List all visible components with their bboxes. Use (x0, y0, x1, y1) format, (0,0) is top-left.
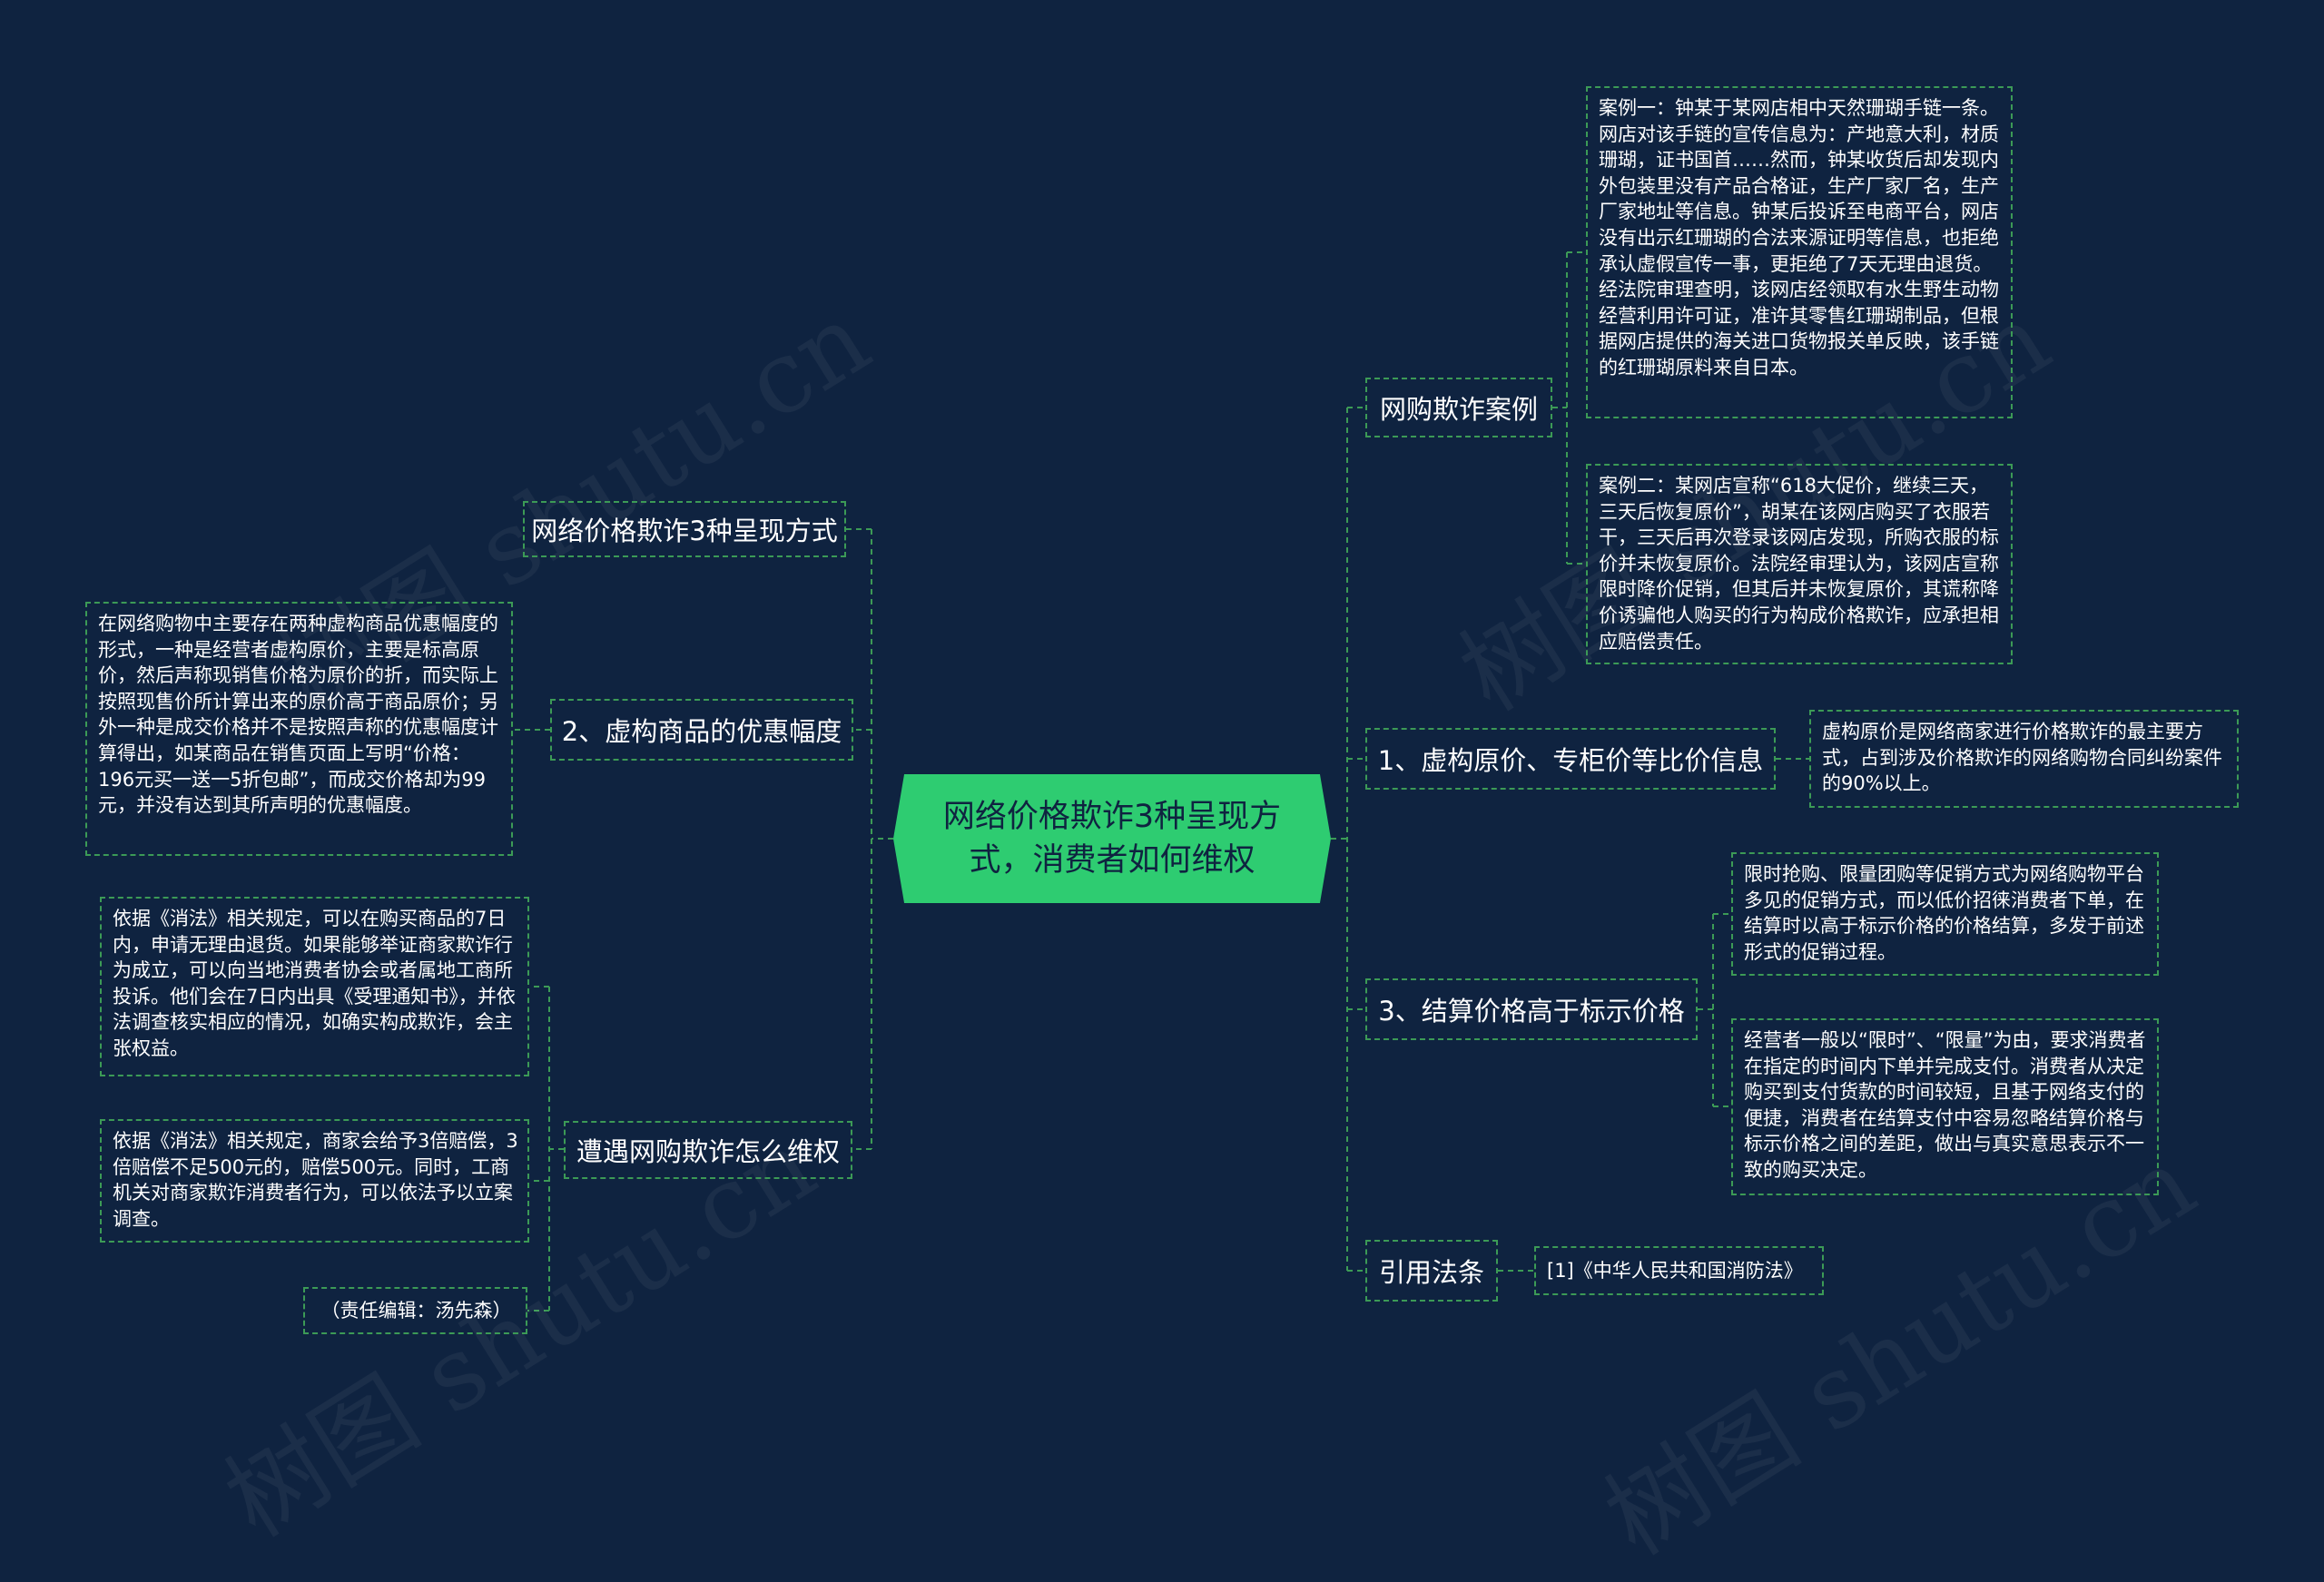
branch-checkout-price[interactable]: 3、结算价格高于标示价格 (1365, 978, 1698, 1040)
branch-label: 引用法条 (1378, 1257, 1484, 1288)
branch-fraud-cases[interactable]: 网购欺诈案例 (1365, 378, 1552, 437)
branch-label: 网络价格欺诈3种呈现方式 (531, 516, 838, 546)
branch-label: 2、虚构商品的优惠幅度 (561, 716, 842, 747)
leaf-triple-compensation: 依据《消法》相关规定，商家会给予3倍赔偿，3倍赔偿不足500元的，赔偿500元。… (100, 1119, 529, 1243)
leaf-text: 案例一：钟某于某网店相中天然珊瑚手链一条。网店对该手链的宣传信息为：产地意大利，… (1599, 97, 1999, 378)
branch-fake-original-price[interactable]: 1、虚构原价、专柜价等比价信息 (1365, 728, 1776, 790)
leaf-flash-sale: 限时抢购、限量团购等促销方式为网络购物平台多见的促销方式，而以低价招徕消费者下单… (1731, 852, 2159, 976)
branch-label: 1、虚构原价、专柜价等比价信息 (1377, 745, 1764, 776)
leaf-text: 虚构原价是网络商家进行价格欺诈的最主要方式，占到涉及价格欺诈的网络购物合同纠纷案… (1822, 721, 2222, 795)
branch-presentation-forms[interactable]: 网络价格欺诈3种呈现方式 (523, 501, 846, 557)
root-topic-label: 网络价格欺诈3种呈现方式，消费者如何维权 (942, 799, 1282, 879)
branch-label: 3、结算价格高于标示价格 (1378, 996, 1685, 1027)
leaf-text: 经营者一般以“限时”、“限量”为由，要求消费者在指定的时间内下单并完成支付。消费… (1744, 1029, 2146, 1181)
leaf-editor-credit: （责任编辑：汤先森） (303, 1287, 527, 1334)
branch-rights-protection[interactable]: 遭遇网购欺诈怎么维权 (564, 1121, 852, 1179)
leaf-cited-law: [1]《中华人民共和国消防法》 (1534, 1246, 1824, 1295)
branch-label: 网购欺诈案例 (1379, 394, 1538, 425)
leaf-time-pressure: 经营者一般以“限时”、“限量”为由，要求消费者在指定的时间内下单并完成支付。消费… (1731, 1018, 2159, 1195)
leaf-text: [1]《中华人民共和国消防法》 (1547, 1259, 1803, 1282)
leaf-text: 案例二：某网店宣称“618大促价，继续三天，三天后恢复原价”，胡某在该网店购买了… (1599, 475, 1999, 653)
leaf-fake-original-price-detail: 虚构原价是网络商家进行价格欺诈的最主要方式，占到涉及价格欺诈的网络购物合同纠纷案… (1809, 710, 2239, 808)
leaf-fake-discount-detail: 在网络购物中主要存在两种虚构商品优惠幅度的形式，一种是经营者虚构原价，主要是标高… (85, 602, 513, 856)
leaf-return-and-complaint: 依据《消法》相关规定，可以在购买商品的7日内，申请无理由退货。如果能够举证商家欺… (100, 897, 529, 1076)
branch-cited-law[interactable]: 引用法条 (1365, 1240, 1498, 1302)
leaf-text: 限时抢购、限量团购等促销方式为网络购物平台多见的促销方式，而以低价招徕消费者下单… (1744, 863, 2144, 963)
leaf-case-one: 案例一：钟某于某网店相中天然珊瑚手链一条。网店对该手链的宣传信息为：产地意大利，… (1586, 86, 2013, 418)
leaf-text: 依据《消法》相关规定，商家会给予3倍赔偿，3倍赔偿不足500元的，赔偿500元。… (113, 1130, 518, 1230)
branch-label: 遭遇网购欺诈怎么维权 (576, 1136, 840, 1167)
branch-fake-discount[interactable]: 2、虚构商品的优惠幅度 (550, 699, 853, 761)
leaf-text: 在网络购物中主要存在两种虚构商品优惠幅度的形式，一种是经营者虚构原价，主要是标高… (98, 613, 498, 817)
mind-map: 树图 shutu.cn 树图 shutu.cn 树图 shutu.cn 树图 s… (85, 86, 2239, 1577)
leaf-text: （责任编辑：汤先森） (320, 1299, 512, 1322)
connector-lines (513, 251, 1809, 1312)
leaf-text: 依据《消法》相关规定，可以在购买商品的7日内，申请无理由退货。如果能够举证商家欺… (113, 908, 516, 1059)
leaf-case-two: 案例二：某网店宣称“618大促价，继续三天，三天后恢复原价”，胡某在该网店购买了… (1586, 464, 2013, 664)
root-topic[interactable]: 网络价格欺诈3种呈现方式，消费者如何维权 (893, 774, 1331, 903)
